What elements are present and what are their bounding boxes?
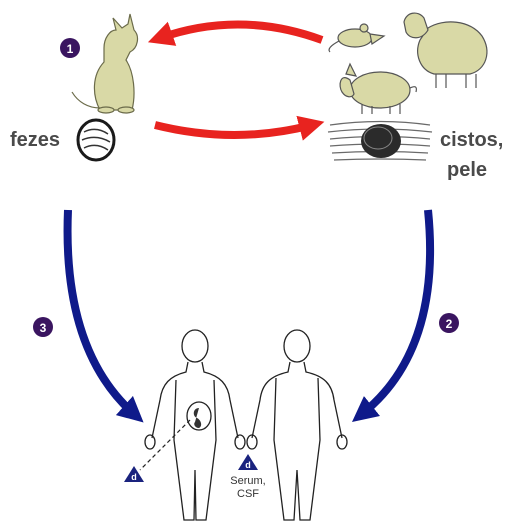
step-2-number: 2: [446, 317, 453, 331]
marker-d-left: d: [131, 472, 137, 482]
pig-icon: [340, 64, 416, 114]
arrow-to-human-2: [362, 210, 430, 414]
label-cysts: cistos,: [440, 129, 503, 151]
diagnostic-marker-serum: d: [238, 454, 258, 470]
arrow-to-intermediate-hosts: [155, 125, 312, 135]
rat-icon: [329, 24, 384, 52]
step-1-badge: 1: [60, 38, 80, 58]
label-feces: fezes: [10, 129, 60, 151]
arrow-to-human-3: [68, 210, 134, 414]
step-3-number: 3: [40, 321, 47, 335]
label-serum: Serum,: [230, 475, 265, 487]
arrow-to-cat: [160, 24, 322, 40]
tissue-cyst-icon: [328, 122, 432, 161]
sheep-icon: [404, 13, 487, 88]
diagnostic-marker-amniotic: d: [124, 466, 144, 482]
human-male-icon: [247, 330, 347, 520]
label-csf: CSF: [237, 488, 259, 500]
label-skin: pele: [447, 159, 487, 181]
oocyst-icon: [78, 120, 114, 160]
step-3-badge: 3: [33, 317, 53, 337]
fetus-dashed-line: [140, 420, 190, 470]
step-1-number: 1: [67, 42, 74, 56]
cat-icon: [72, 14, 137, 113]
fetus-icon: [187, 402, 211, 430]
step-2-badge: 2: [439, 313, 459, 333]
marker-d-right: d: [245, 460, 251, 470]
